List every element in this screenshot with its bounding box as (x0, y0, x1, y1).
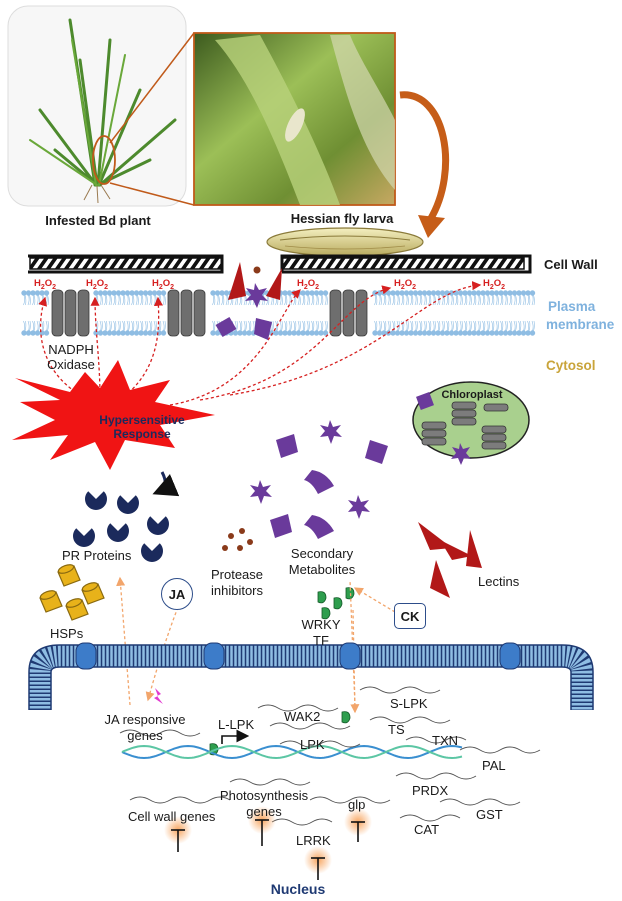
gene-s-lpk: S-LPK (390, 696, 428, 711)
chloroplast (412, 381, 530, 465)
h2o2-label-6: H2O2 (483, 278, 506, 291)
gene-cat: CAT (414, 822, 440, 837)
hr-label-2: Response (113, 427, 171, 441)
lectins-label: Lectins (478, 574, 520, 589)
plasma-membrane-label-1: Plasma (548, 299, 596, 314)
protease-label-1: Protease (210, 567, 264, 582)
infested-plant-image (7, 5, 187, 207)
gene-wave-lines (119, 686, 541, 826)
nucleus-label: Nucleus (270, 881, 326, 897)
zoom-line-top (109, 32, 195, 144)
h2o2-label-3: H2O2 (152, 278, 175, 291)
ja-signal-bolt (154, 688, 163, 704)
repressed-gene-markers (164, 806, 372, 880)
cell-wall (28, 254, 532, 274)
zoom-line-bottom (109, 182, 195, 206)
gene-glp: glp (348, 797, 366, 812)
gene-pal: PAL (482, 758, 506, 773)
larva-label: Hessian fly larva (290, 211, 394, 226)
nadph-label-2: Oxidase (47, 357, 95, 372)
wall-gap-particles (215, 262, 282, 340)
secondary-label-2: Metabolites (288, 562, 356, 577)
gene-wak2: WAK2 (284, 709, 321, 724)
gene-lrrk: LRRK (296, 833, 331, 848)
secondary-metabolite-shapes (250, 420, 388, 539)
h2o2-label-1: H2O2 (34, 278, 57, 291)
chloroplast-label: Chloroplast (441, 389, 503, 401)
lectin-shapes (418, 522, 482, 598)
gene-photosynthesis-1: Photosynthesis (219, 788, 309, 803)
wrky-label-1: WRKY (301, 617, 341, 632)
plasma-membrane-label-2: membrane (546, 317, 615, 332)
dna-helix (121, 744, 463, 760)
transcription-arrow (221, 729, 250, 744)
nadph-label-1: NADPH (48, 342, 94, 357)
pr-proteins-label: PR Proteins (62, 548, 132, 563)
ja-node: JA (161, 578, 193, 610)
hsps-label: HSPs (50, 626, 84, 641)
secondary-label-1: Secondary (290, 546, 354, 561)
ck-node: CK (394, 603, 426, 629)
h2o2-arrows (38, 281, 482, 406)
h2o2-label-5: H2O2 (394, 278, 417, 291)
ja-genes-label-2: genes (127, 728, 163, 743)
larva-arrow (399, 91, 450, 222)
hr-curved-arrow (152, 471, 180, 497)
larva-on-wall (266, 227, 424, 257)
gene-photosynthesis-2: genes (246, 804, 282, 819)
cytosol-label: Cytosol (546, 358, 596, 373)
wrky-label-2: TF (313, 633, 329, 648)
protease-label-2: inhibitors (210, 583, 264, 598)
gene-cell-wall: Cell wall genes (128, 809, 216, 824)
gene-prdx: PRDX (412, 783, 449, 798)
pr-protein-shapes (73, 491, 169, 562)
h2o2-label-2: H2O2 (86, 278, 109, 291)
gene-gst: GST (476, 807, 503, 822)
hr-label-1: Hypersensitive (99, 413, 185, 427)
nadph-oxidase-channels (51, 289, 368, 337)
nuclear-membrane (28, 642, 594, 710)
ja-genes-label-1: JA responsive (104, 712, 186, 727)
cell-wall-label: Cell Wall (544, 257, 598, 272)
infested-plant-label: Infested Bd plant (45, 213, 151, 228)
gene-txn: TXN (432, 733, 458, 748)
hypersensitive-response-burst (12, 360, 215, 470)
larva-photo (193, 32, 396, 206)
h2o2-label-4: H2O2 (297, 278, 320, 291)
gene-lpk: LPK (300, 737, 325, 752)
protease-inhibitor-dots (222, 528, 253, 551)
hsp-shapes (39, 564, 105, 621)
gene-ts: TS (388, 722, 405, 737)
gene-l-lpk: L-LPK (218, 717, 255, 732)
